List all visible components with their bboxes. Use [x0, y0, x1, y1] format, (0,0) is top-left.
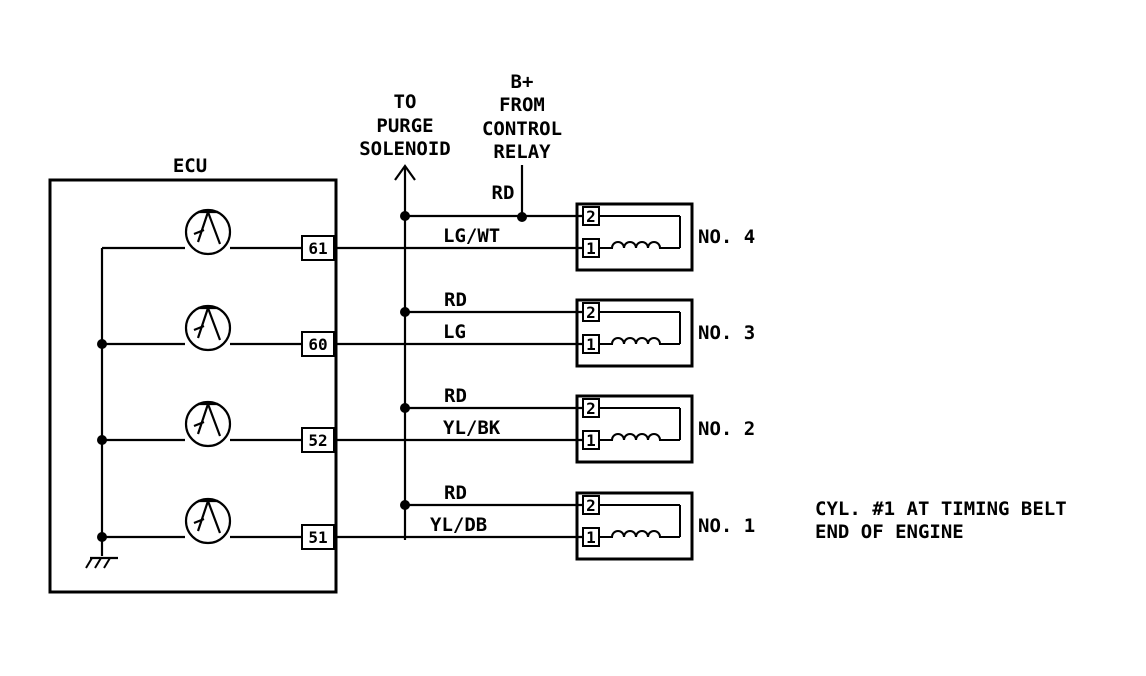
- svg-text:END OF ENGINE: END OF ENGINE: [815, 521, 964, 543]
- svg-text:TO: TO: [394, 91, 417, 113]
- ground-junction: [97, 532, 107, 542]
- svg-text:CONTROL: CONTROL: [482, 118, 562, 140]
- cylinder-note: CYL. #1 AT TIMING BELT END OF ENGINE: [815, 498, 1067, 543]
- injector-box: [575, 298, 694, 368]
- coil-icon: [599, 407, 681, 441]
- injector-row-4: 61 LG/WT 2 1 NO. 4: [102, 202, 755, 272]
- ecu-pin-label: 61: [308, 239, 327, 258]
- transistor-icon: [184, 497, 232, 545]
- injector-pin-1-label: 1: [586, 239, 596, 258]
- signal-wire-color: YL/DB: [430, 514, 487, 536]
- injector-name: NO. 3: [698, 322, 755, 344]
- transistor-icon: [184, 208, 232, 256]
- power-junction: [400, 500, 410, 510]
- injector-box: [575, 394, 694, 464]
- svg-text:B+: B+: [511, 71, 534, 93]
- injector-pin-1-label: 1: [586, 528, 596, 547]
- injector-pin-2-label: 2: [586, 399, 596, 418]
- transistor-icon: [184, 400, 232, 448]
- injector-box: [575, 202, 694, 272]
- arrow-up-icon: [394, 164, 416, 181]
- ground-icon: [85, 540, 118, 569]
- coil-icon: [599, 311, 681, 345]
- svg-text:SOLENOID: SOLENOID: [359, 138, 451, 160]
- svg-text:FROM: FROM: [499, 94, 545, 116]
- injector-pin-2-label: 2: [586, 207, 596, 226]
- injector-pin-1-label: 1: [586, 431, 596, 450]
- ecu-label: ECU: [173, 155, 207, 177]
- power-junction: [400, 403, 410, 413]
- injector-box: [575, 491, 694, 561]
- coil-icon: [599, 504, 681, 538]
- injector-pin-2-label: 2: [586, 303, 596, 322]
- bplus-wire-color: RD: [492, 182, 515, 204]
- ground-junction: [97, 435, 107, 445]
- injector-row-1: 51 YL/DB RD 2 1 NO. 1: [97, 482, 755, 561]
- signal-wire-color: LG/WT: [443, 225, 500, 247]
- power-junction: [400, 307, 410, 317]
- power-wire-color: RD: [444, 385, 467, 407]
- svg-text:PURGE: PURGE: [376, 115, 433, 137]
- injector-name: NO. 4: [698, 226, 755, 248]
- ecu-pin-label: 52: [308, 431, 327, 450]
- transistor-icon: [184, 304, 232, 352]
- power-wire-color: RD: [444, 289, 467, 311]
- bplus-label: B+ FROM CONTROL RELAY: [482, 71, 562, 163]
- power-wire-color: RD: [444, 482, 467, 504]
- signal-wire-color: YL/BK: [443, 417, 501, 439]
- signal-wire-color: LG: [443, 321, 466, 343]
- injector-name: NO. 2: [698, 418, 755, 440]
- injector-row-3: 60 LG RD 2 1 NO. 3: [97, 289, 755, 368]
- injector-name: NO. 1: [698, 515, 755, 537]
- injector-pin-1-label: 1: [586, 335, 596, 354]
- ecu-box: [48, 178, 338, 594]
- ecu-pin-label: 51: [308, 528, 327, 547]
- coil-icon: [599, 215, 681, 249]
- injector-pin-2-label: 2: [586, 496, 596, 515]
- svg-text:RELAY: RELAY: [493, 141, 551, 163]
- ground-junction: [97, 339, 107, 349]
- purge-solenoid-label: TO PURGE SOLENOID: [359, 91, 451, 160]
- injector-row-2: 52 YL/BK RD 2 1 NO. 2: [97, 385, 755, 464]
- ecu-pin-label: 60: [308, 335, 327, 354]
- power-junction: [400, 211, 410, 221]
- svg-text:CYL. #1 AT TIMING BELT: CYL. #1 AT TIMING BELT: [815, 498, 1067, 520]
